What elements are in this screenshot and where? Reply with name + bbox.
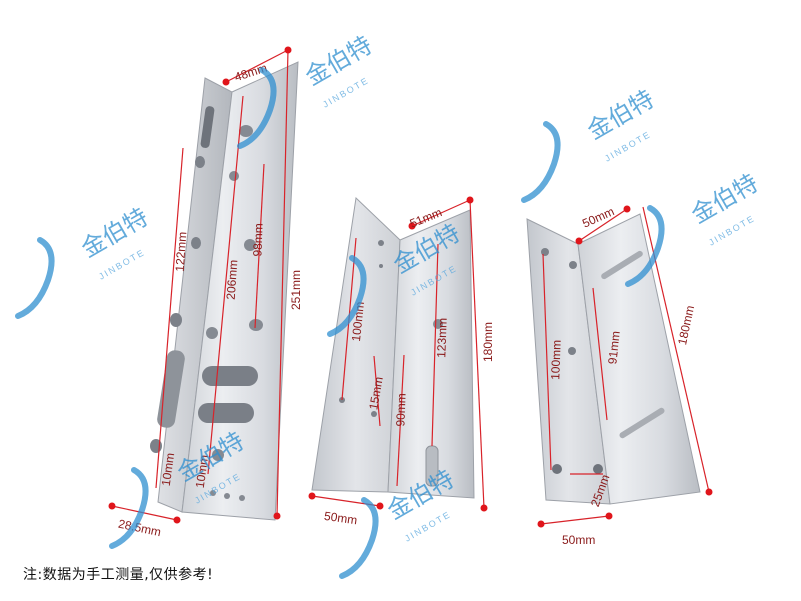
dim-label: 180mm <box>675 304 697 346</box>
bracket-1 <box>150 61 299 521</box>
watermark-logo: 金伯特 JINBOTE <box>15 203 153 319</box>
dim-label: 90mm <box>393 393 408 427</box>
dimension-dots <box>108 46 713 528</box>
dim-label: 91mm <box>605 330 622 365</box>
dim-label: 100mm <box>548 340 563 380</box>
dim-label: 50mm <box>580 204 616 230</box>
watermark-logo: 金伯特 JINBOTE <box>521 85 659 203</box>
bracket-2 <box>311 196 475 499</box>
dim-label: 180mm <box>481 322 495 362</box>
dim-label: 50mm <box>323 509 358 528</box>
dim-label: 122mm <box>173 231 190 272</box>
dim-label: 206mm <box>224 259 241 300</box>
dim-label: 15mm <box>366 376 386 411</box>
dim-label: 251mm <box>289 270 303 310</box>
dim-label: 123mm <box>434 318 449 358</box>
watermark-logo: 金伯特 JINBOTE <box>625 169 763 287</box>
measurement-note: 注:数据为手工测量,仅供参考! <box>23 567 214 583</box>
dim-label: 50mm <box>562 533 595 547</box>
dim-label: 10mm <box>193 454 212 489</box>
dim-label: 98mm <box>250 223 265 257</box>
dim-label: 10mm <box>159 452 178 487</box>
bracket-3 <box>526 213 701 505</box>
